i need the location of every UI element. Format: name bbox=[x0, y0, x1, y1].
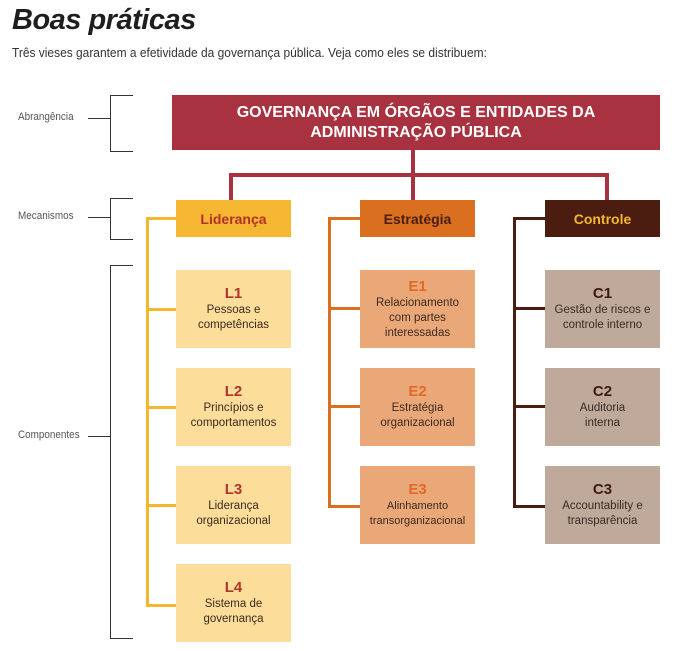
bracket bbox=[110, 95, 133, 152]
connector bbox=[513, 217, 516, 508]
connector bbox=[411, 150, 415, 176]
component-text: Auditoria interna bbox=[579, 402, 626, 429]
page-subtitle: Três vieses garantem a efetividade da go… bbox=[12, 45, 487, 60]
component-code: C2 bbox=[592, 383, 613, 400]
component-text: Relacionamento com partes interessadas bbox=[375, 296, 460, 339]
connector bbox=[88, 118, 110, 119]
bracket bbox=[110, 198, 133, 240]
connector bbox=[146, 406, 176, 409]
component-text: Liderança organizacional bbox=[196, 500, 271, 527]
level-label-abrangencia: Abrangência bbox=[18, 111, 74, 123]
connector bbox=[328, 505, 360, 508]
component-code: E2 bbox=[408, 383, 427, 400]
mechanism-controle: Controle bbox=[545, 200, 660, 237]
component-code: C3 bbox=[592, 481, 613, 498]
component-code: L1 bbox=[224, 285, 243, 302]
connector bbox=[328, 405, 360, 408]
component-code: L4 bbox=[224, 579, 243, 596]
connector bbox=[513, 505, 545, 508]
scope-title-line2: ADMINISTRAÇÃO PÚBLICA bbox=[310, 123, 522, 141]
scope-title-line1: GOVERNANÇA EM ÓRGÃOS E ENTIDADES DA bbox=[236, 103, 596, 121]
level-label-mecanismos: Mecanismos bbox=[18, 210, 74, 222]
component-code: E3 bbox=[408, 481, 427, 498]
mechanism-estrategia: Estratégia bbox=[360, 200, 475, 237]
connector bbox=[88, 436, 110, 437]
connector bbox=[513, 217, 545, 220]
connector bbox=[146, 217, 176, 220]
page-title: Boas práticas bbox=[12, 4, 196, 36]
component-code: L2 bbox=[224, 383, 243, 400]
connector bbox=[513, 405, 545, 408]
connector bbox=[146, 604, 176, 607]
component-text: Estratégia organizacional bbox=[380, 402, 455, 429]
component-code: E1 bbox=[408, 277, 427, 295]
component-text: Gestão de riscos e controle interno bbox=[554, 304, 651, 331]
connector bbox=[88, 217, 110, 218]
component-code: C1 bbox=[592, 285, 613, 302]
connector bbox=[328, 307, 360, 310]
connector bbox=[605, 173, 609, 200]
connector bbox=[146, 217, 149, 607]
governance-scope-box: GOVERNANÇA EM ÓRGÃOS E ENTIDADES DA ADMI… bbox=[172, 95, 660, 150]
connector bbox=[229, 173, 609, 177]
bracket bbox=[110, 265, 133, 639]
component-text: Princípios e comportamentos bbox=[190, 402, 277, 429]
connector bbox=[328, 217, 360, 220]
component-text: Accountability e transparência bbox=[562, 500, 643, 527]
mechanism-lideranca: Liderança bbox=[176, 200, 291, 237]
connector bbox=[229, 173, 233, 200]
connector bbox=[411, 173, 415, 200]
connector bbox=[513, 307, 545, 310]
component-text: Alinhamento transorganizacional bbox=[369, 500, 466, 527]
component-text: Pessoas e competências bbox=[198, 304, 269, 331]
connector bbox=[146, 308, 176, 311]
component-code: L3 bbox=[224, 481, 243, 498]
connector bbox=[146, 504, 176, 507]
connector bbox=[328, 217, 331, 508]
level-label-componentes: Componentes bbox=[18, 429, 80, 441]
component-text: Sistema de governança bbox=[203, 598, 264, 625]
